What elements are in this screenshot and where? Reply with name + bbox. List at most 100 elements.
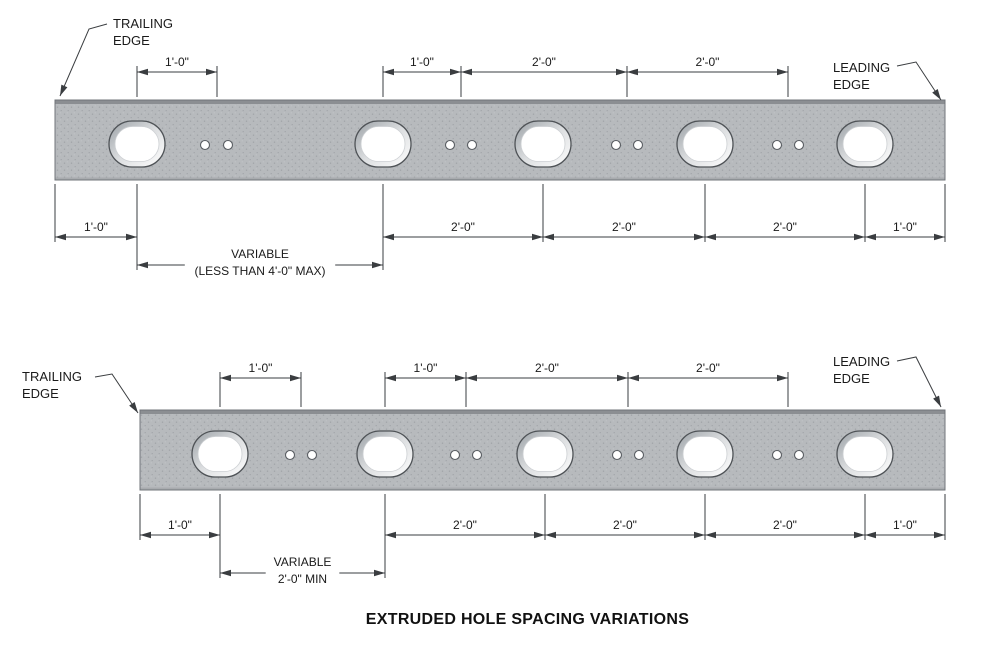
dim-arrow-right xyxy=(854,531,865,539)
trailing-edge-leader-arrow xyxy=(129,402,138,413)
dim-arrow-left xyxy=(543,233,554,241)
small-hole xyxy=(771,449,783,461)
dimension-label: 2'-0" xyxy=(613,518,637,532)
dimension-label: 2'-0" xyxy=(773,518,797,532)
oval-hole-inner xyxy=(682,436,728,472)
small-hole xyxy=(284,449,296,461)
small-hole xyxy=(632,139,644,151)
trailing-edge-label: EDGE xyxy=(22,386,59,401)
oval-hole-inner xyxy=(520,126,566,162)
small-hole xyxy=(306,449,318,461)
small-hole xyxy=(633,449,645,461)
variable-dim-label-line1: VARIABLE xyxy=(274,555,332,569)
dim-arrow-left xyxy=(140,531,151,539)
dim-arrow-right xyxy=(534,531,545,539)
small-hole xyxy=(199,139,211,151)
oval-hole-inner xyxy=(682,126,728,162)
small-hole xyxy=(466,139,478,151)
dim-arrow-left xyxy=(385,531,396,539)
trailing-edge-label: EDGE xyxy=(113,33,150,48)
dim-arrow-left xyxy=(383,68,394,76)
leading-edge-label: EDGE xyxy=(833,371,870,386)
oval-hole-inner xyxy=(842,126,888,162)
dim-arrow-left xyxy=(627,68,638,76)
dimension-label: 1'-0" xyxy=(410,55,434,69)
oval-hole-inner xyxy=(842,436,888,472)
small-hole xyxy=(610,139,622,151)
extrusion-bar xyxy=(54,99,946,181)
trailing-edge-label: TRAILING xyxy=(22,369,82,384)
dimension-label: 1'-0" xyxy=(168,518,192,532)
dimension-label: 1'-0" xyxy=(84,220,108,234)
trailing-edge-label: TRAILING xyxy=(113,16,173,31)
bar-bottom-edge xyxy=(140,487,945,490)
dimension-label: 2'-0" xyxy=(453,518,477,532)
trailing-edge-leader xyxy=(59,23,108,97)
dim-arrow-right xyxy=(290,374,301,382)
dim-arrow-left xyxy=(705,531,716,539)
leading-edge-leader xyxy=(896,61,942,101)
oval-hole-inner xyxy=(360,126,406,162)
dimension-label: 2'-0" xyxy=(696,55,720,69)
diagram-variation-2: 1'-0"1'-0"2'-0"2'-0"1'-0"2'-0"2'-0"2'-0"… xyxy=(22,354,946,586)
leading-edge-leader xyxy=(896,356,942,408)
leading-edge-leader-arrow xyxy=(932,88,941,100)
dim-arrow-right xyxy=(854,233,865,241)
dim-arrow-right xyxy=(126,233,137,241)
oval-hole-inner xyxy=(362,436,408,472)
dim-arrow-right xyxy=(777,68,788,76)
dim-arrow-right xyxy=(616,68,627,76)
dim-arrow-left xyxy=(545,531,556,539)
dim-arrow-right xyxy=(934,233,945,241)
dimension-label: 2'-0" xyxy=(451,220,475,234)
dim-arrow-right xyxy=(372,261,383,269)
dim-arrow-left xyxy=(137,68,148,76)
dim-arrow-left xyxy=(55,233,66,241)
dim-arrow-right xyxy=(934,531,945,539)
trailing-edge-leader xyxy=(94,373,139,414)
bar-top-edge xyxy=(55,100,945,104)
dim-arrow-right xyxy=(694,233,705,241)
dim-arrow-right xyxy=(455,374,466,382)
small-hole xyxy=(771,139,783,151)
variable-dim-label-line2: (LESS THAN 4'-0" MAX) xyxy=(194,264,325,278)
dim-arrow-left xyxy=(385,374,396,382)
dim-arrow-right xyxy=(617,374,628,382)
small-hole xyxy=(222,139,234,151)
dimension-label: 2'-0" xyxy=(612,220,636,234)
dimension-label: 1'-0" xyxy=(893,518,917,532)
small-hole xyxy=(793,139,805,151)
small-hole xyxy=(471,449,483,461)
dim-arrow-left xyxy=(466,374,477,382)
dim-arrow-left xyxy=(461,68,472,76)
dim-arrow-left xyxy=(383,233,394,241)
leading-edge-label: EDGE xyxy=(833,77,870,92)
dim-arrow-right xyxy=(450,68,461,76)
dim-arrow-right xyxy=(374,569,385,577)
dimension-label: 1'-0" xyxy=(165,55,189,69)
dim-arrow-right xyxy=(777,374,788,382)
dimension-label: 2'-0" xyxy=(773,220,797,234)
bar-bottom-edge xyxy=(55,177,945,180)
drawing-title: EXTRUDED HOLE SPACING VARIATIONS xyxy=(365,611,690,628)
dim-arrow-right xyxy=(206,68,217,76)
dim-arrow-right xyxy=(694,531,705,539)
dim-arrow-right xyxy=(209,531,220,539)
dim-arrow-right xyxy=(532,233,543,241)
small-hole xyxy=(611,449,623,461)
dim-arrow-left xyxy=(137,261,148,269)
leading-edge-label: LEADING xyxy=(833,354,890,369)
oval-hole-inner xyxy=(197,436,243,472)
dim-arrow-left xyxy=(220,569,231,577)
dimension-label: 2'-0" xyxy=(532,55,556,69)
bar-top-edge xyxy=(140,410,945,414)
oval-hole-inner xyxy=(522,436,568,472)
oval-hole-inner xyxy=(114,126,160,162)
variable-dim-label-line2: 2'-0" MIN xyxy=(278,572,327,586)
leading-edge-leader-arrow xyxy=(933,395,941,407)
small-hole xyxy=(449,449,461,461)
dim-arrow-left xyxy=(628,374,639,382)
small-hole xyxy=(444,139,456,151)
dimension-label: 2'-0" xyxy=(535,361,559,375)
